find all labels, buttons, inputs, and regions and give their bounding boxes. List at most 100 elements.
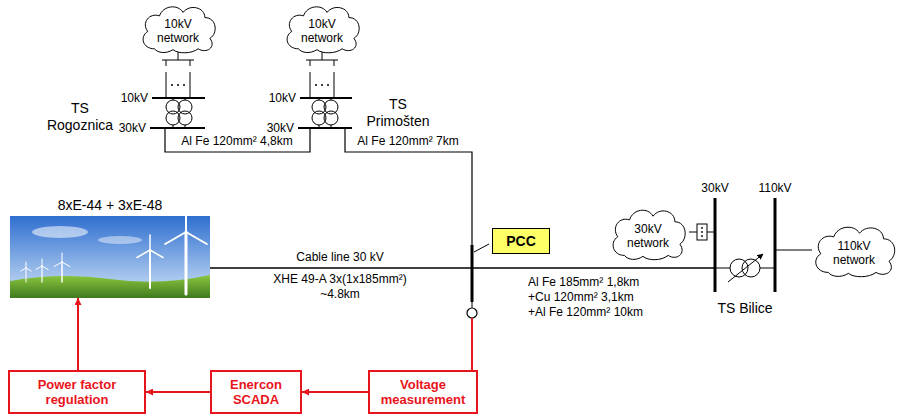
cable-spec: XHE 49-A 3x(1x185mm²): [273, 272, 406, 287]
blade: [36, 266, 42, 270]
bus-voltage: 30kV: [701, 181, 728, 196]
substation-primosten: [298, 50, 352, 128]
power-lines: [165, 128, 715, 318]
blade: [150, 250, 163, 258]
line-spec: +Al Fe 120mm² 10km: [528, 305, 643, 320]
transformer-lead: [715, 268, 730, 269]
wind-farm-photo: [10, 216, 210, 298]
pcc-callout: PCC: [492, 228, 550, 254]
signal-arrow: [302, 391, 368, 393]
dot: [321, 84, 323, 86]
transformer-winding: [324, 100, 338, 114]
busbar: [300, 97, 352, 99]
transformer-winding: [178, 100, 192, 114]
transformer-winding: [324, 111, 338, 125]
overhead-line: [472, 267, 715, 269]
bus-voltage: 30kV: [119, 121, 146, 136]
substation-name: TS Rogoznica: [42, 100, 118, 134]
bus-voltage: 110kV: [758, 181, 791, 196]
transformer-lead: [173, 125, 174, 128]
feeder: [306, 60, 338, 61]
bus-voltage: 10kV: [269, 91, 296, 106]
node-text: 10kV network: [152, 17, 204, 45]
blade: [21, 268, 26, 271]
busbar: [150, 127, 205, 129]
tower: [149, 250, 151, 288]
dot: [183, 84, 185, 86]
cable-spec: Cable line 30 kV: [296, 250, 383, 265]
measurement-lead: [472, 302, 473, 308]
blade: [185, 216, 187, 232]
feeder: [190, 72, 191, 98]
signal-arrow: [77, 298, 79, 370]
tower: [61, 262, 63, 282]
dot: [177, 84, 179, 86]
pcc-busbar: [471, 245, 474, 302]
tower: [26, 268, 27, 282]
substation-bilice: [689, 198, 812, 292]
cloud-outline: [613, 210, 685, 260]
feeder: [190, 60, 191, 66]
tower: [41, 266, 42, 282]
busbar: [152, 97, 205, 99]
node-text: 10kV network: [296, 17, 348, 45]
busbar: [298, 127, 352, 129]
node-text: 110kV network: [824, 239, 884, 267]
tap-changer-arrow: [728, 254, 763, 282]
blade: [26, 268, 31, 271]
feeder: [334, 60, 335, 66]
blade: [54, 262, 62, 267]
measurement-transformer: [467, 308, 477, 318]
blade: [137, 250, 150, 258]
cloud-outline: [287, 7, 359, 53]
bus-voltage: 30kV: [267, 121, 294, 136]
wind-farm: 8xE-44 + 3xE-48: [10, 197, 210, 298]
blade: [42, 266, 48, 270]
tower: [185, 232, 188, 294]
transformer-lead: [185, 125, 186, 128]
substation-name: TS Primošten: [360, 96, 436, 130]
pcc-leader: [474, 244, 489, 252]
feeder: [310, 60, 311, 66]
feeder: [310, 72, 311, 98]
control-box: Enercon SCADA: [210, 370, 302, 414]
line-spec: Al Fe 185mm² 1,8km: [528, 275, 639, 290]
blade: [62, 262, 70, 267]
sky-cloud: [98, 236, 142, 244]
dot: [171, 84, 173, 86]
overhead-line: [345, 128, 472, 246]
node-text: Power factor regulation: [16, 377, 138, 407]
blade: [149, 235, 151, 250]
sky: [10, 216, 210, 298]
cloud-outline: [816, 227, 895, 277]
dot: [701, 231, 703, 233]
transformer-lead: [331, 125, 332, 128]
node-text: Voltage measurement: [376, 377, 470, 407]
blade: [186, 232, 207, 244]
feeder: [334, 72, 335, 98]
feeder: [689, 232, 715, 233]
dot: [701, 235, 703, 237]
bus-voltage: 10kV: [121, 91, 148, 106]
transformer-lead: [319, 125, 320, 128]
network-cloud: 30kV network: [606, 205, 690, 261]
transformer-lead: [760, 268, 775, 269]
cloud-outline: [143, 7, 215, 53]
node-text: 30kV network: [622, 222, 674, 250]
substation-rogoznica: [150, 50, 205, 128]
dot: [327, 84, 329, 86]
dot: [701, 227, 703, 229]
network-cloud: 10kV network: [280, 2, 364, 54]
measurement-signal: [471, 318, 473, 372]
dot: [315, 84, 317, 86]
substation-name: TS Bilice: [717, 300, 772, 317]
network-cloud: 10kV network: [136, 2, 220, 54]
feeder: [166, 72, 167, 98]
network-cloud: 110kV network: [808, 222, 900, 278]
cable-spec: ~4.8km: [320, 287, 360, 302]
feeder: [775, 250, 812, 251]
busbar: [714, 198, 717, 292]
farm-heading: 8xE-44 + 3xE-48: [10, 197, 210, 214]
node-text: Enercon SCADA: [218, 377, 294, 407]
feeder: [162, 60, 194, 61]
